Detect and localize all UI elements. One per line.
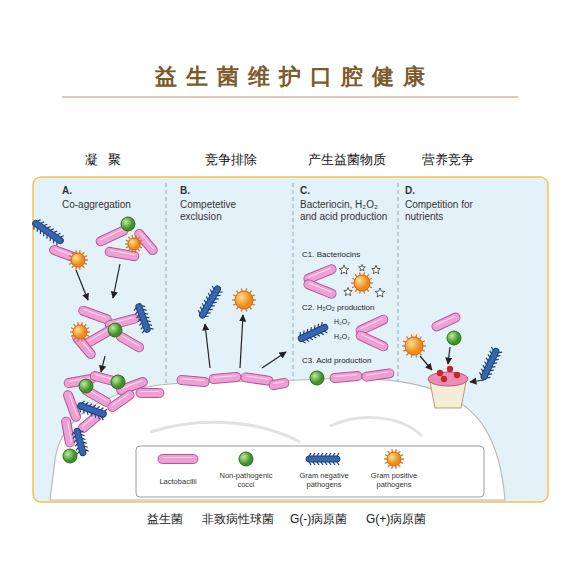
- lactobacillus: [106, 389, 136, 414]
- lactobacillus: [431, 312, 462, 333]
- legend-text: Gram negative pathogens: [290, 471, 358, 489]
- bacteriocin-star: [359, 265, 366, 271]
- legend-caption: 非致病性球菌: [202, 512, 274, 527]
- cupcake: [428, 366, 468, 408]
- legend-swatch: [306, 453, 340, 465]
- column-heading: 竞争排除: [170, 151, 292, 168]
- coccus: [63, 449, 77, 463]
- lactobacillus: [209, 372, 242, 384]
- gram-positive-pathogen: [70, 322, 90, 341]
- panel-letter: B.: [180, 185, 190, 197]
- chemical-label: H₂O₂: [334, 317, 350, 326]
- movement-arrow: [420, 356, 432, 370]
- gram-positive-pathogen: [402, 334, 426, 357]
- gram-negative-pathogen: [296, 321, 330, 345]
- coccus: [79, 379, 93, 393]
- panel-title: Co-aggregation: [62, 199, 162, 211]
- gram-negative-pathogen: [306, 453, 340, 465]
- legend-swatch: [158, 455, 198, 464]
- movement-arrow: [101, 356, 105, 372]
- panel-title: Bacteriocin, H₂O₂ and acid production: [300, 199, 396, 223]
- lactobacillus: [355, 330, 390, 353]
- column-heading: 产生益菌物质: [295, 151, 398, 168]
- lactobacillus: [158, 455, 198, 464]
- legend-swatch: [384, 449, 404, 468]
- bacteriocin-star: [375, 288, 385, 297]
- legend-caption: G(-)病原菌: [290, 512, 347, 527]
- coccus: [239, 452, 253, 466]
- lactobacillus: [303, 278, 338, 299]
- panel-letter: D.: [405, 185, 415, 197]
- coccus: [310, 371, 324, 385]
- gram-negative-pathogen: [477, 346, 502, 382]
- sub-panel-label: C3. Acid production: [302, 356, 371, 366]
- chemical-label: H₂O₂: [334, 332, 350, 341]
- legend-caption: 益生菌: [147, 512, 183, 527]
- bacteriocin-star: [372, 266, 381, 274]
- panel-column: 凝聚 A. Co-aggregation: [40, 148, 165, 215]
- panel-title: Competetive exclusion: [180, 199, 260, 223]
- gram-negative-pathogen: [76, 399, 108, 421]
- title-rule: [62, 96, 518, 97]
- movement-arrow: [470, 380, 484, 382]
- gram-positive-pathogen: [125, 235, 143, 253]
- panel-title: Competition for nutrients: [405, 199, 495, 223]
- bacteriocin-star: [339, 265, 349, 274]
- legend-box: [136, 446, 484, 497]
- column-heading: 凝聚: [40, 151, 165, 168]
- sub-panel-label: C1. Bacteriocins: [302, 250, 360, 260]
- movement-arrow: [448, 347, 450, 364]
- gram-positive-pathogen: [384, 449, 404, 468]
- lactobacillus: [330, 371, 363, 383]
- bacteriocin-star: [344, 288, 353, 296]
- panel-letter: A.: [62, 185, 72, 197]
- tooth-shade: [150, 422, 300, 442]
- tooth: [50, 378, 505, 500]
- column-heading: 营养竞争: [400, 151, 495, 168]
- lactobacillus: [61, 416, 75, 447]
- panel-column: 竞争排除 B. Competetive exclusion: [170, 148, 292, 227]
- panel-letter: C.: [300, 185, 310, 197]
- coccus: [108, 323, 122, 337]
- panel-column: 产生益菌物质 C. Bacteriocin, H₂O₂ and acid produ…: [295, 148, 398, 227]
- tooth-shade: [330, 417, 422, 436]
- gram-positive-pathogen: [232, 288, 256, 311]
- gram-negative-pathogen: [71, 427, 90, 457]
- sub-panel-label: C2. H₂O₂ production: [302, 303, 374, 313]
- legend-text: Non-pathogenic cocci: [216, 471, 276, 489]
- lactobacillus: [177, 375, 210, 387]
- lactobacillus: [241, 372, 274, 385]
- lactobacillus: [136, 389, 164, 398]
- coccus: [447, 331, 461, 345]
- movement-arrow: [240, 315, 243, 368]
- panel-ground: [33, 177, 548, 502]
- gram-negative-pathogen: [132, 302, 154, 334]
- legend-swatch: [239, 452, 253, 466]
- lactobacillus: [268, 378, 289, 390]
- gram-positive-pathogen: [68, 250, 88, 269]
- lactobacillus: [362, 368, 395, 381]
- legend-caption: G(+)病原菌: [366, 512, 426, 527]
- gram-negative-pathogen: [30, 217, 66, 247]
- coccus: [111, 375, 125, 389]
- movement-arrow: [113, 264, 120, 298]
- panel-column: 营养竞争 D. Competition for nutrients: [400, 148, 540, 227]
- movement-arrow: [76, 270, 88, 300]
- legend-text: Gram positive pathogens: [361, 471, 427, 489]
- legend-text: Lactobacilli: [150, 477, 206, 486]
- movement-arrow: [262, 352, 286, 368]
- page-title: 益生菌维护口腔健康: [0, 62, 580, 92]
- gram-positive-pathogen: [351, 272, 373, 293]
- coccus: [121, 217, 135, 231]
- gram-negative-pathogen: [196, 283, 224, 320]
- movement-arrow: [205, 324, 210, 368]
